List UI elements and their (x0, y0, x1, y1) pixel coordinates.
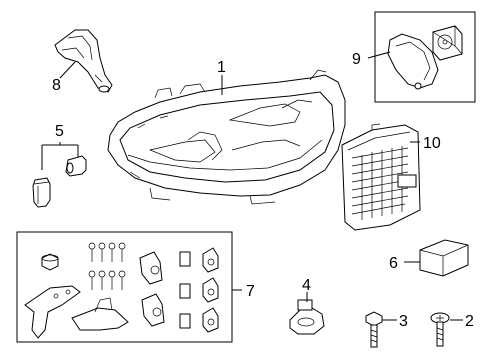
headlamp-icon (107, 69, 346, 205)
callout-4: 4 (302, 277, 311, 294)
bulb-small-icon (65, 155, 87, 177)
control-module-icon (419, 239, 469, 277)
screw-icon (430, 312, 450, 347)
bracket-icon (54, 29, 113, 93)
callout-10: 10 (423, 135, 441, 152)
callout-5: 5 (55, 123, 64, 140)
callout-7: 7 (246, 283, 255, 300)
callout-9: 9 (352, 51, 361, 68)
leader-8 (59, 61, 76, 79)
callout-1: 1 (217, 59, 226, 76)
callout-3: 3 (399, 313, 408, 330)
bulb-icon (32, 177, 51, 208)
leader-9 (367, 51, 391, 59)
part-7-box (16, 231, 233, 343)
callout-2: 2 (465, 313, 474, 330)
leader-5 (41, 142, 79, 170)
callout-8: 8 (52, 77, 61, 94)
led-module-icon (341, 123, 421, 231)
bracket-kit-icon (24, 242, 219, 339)
actuator-icon (289, 299, 325, 335)
bolt-icon (365, 311, 383, 348)
callout-6: 6 (389, 255, 398, 272)
fan-cover-icon (387, 33, 439, 90)
fan-icon (432, 25, 463, 61)
